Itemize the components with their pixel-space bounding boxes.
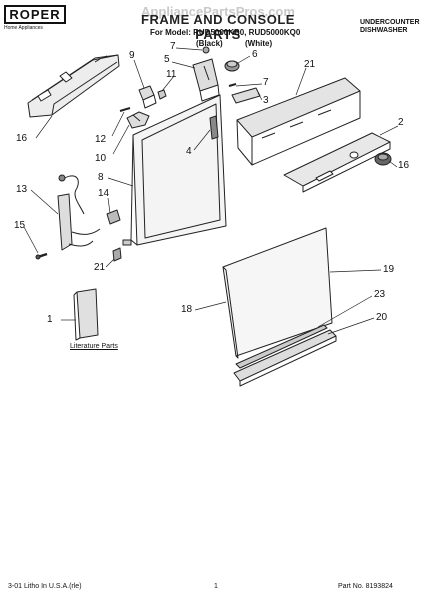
callout-9: 9: [129, 50, 135, 61]
callout-7-top: 7: [170, 41, 176, 52]
product-line-2: DISHWASHER: [360, 27, 408, 34]
watermark: AppliancePartsPros.com: [141, 4, 295, 19]
callout-21: 21: [304, 59, 316, 70]
part-2-console-panel: [283, 132, 391, 193]
part-6-knob: [224, 60, 240, 72]
callout-7-right: 7: [263, 77, 269, 88]
part-7-screw-top: [202, 46, 210, 54]
part-16-console-bracket: [27, 54, 120, 118]
footer-part-number: Part No. 8193824: [338, 583, 393, 590]
callout-14: 14: [98, 188, 110, 199]
product-type: UNDERCOUNTER DISHWASHER: [360, 19, 420, 35]
callout-17: 16: [398, 160, 410, 171]
part-12-screw: [119, 107, 131, 112]
part-10-bracket: [126, 111, 150, 129]
part-14-switch: [106, 209, 121, 225]
callout-20: 20: [376, 312, 388, 323]
callout-10: 10: [95, 153, 107, 164]
part-9-latch: [138, 85, 157, 109]
callout-23: 21: [94, 262, 106, 273]
part-7-screw-right: [228, 83, 237, 87]
part-1-literature: [73, 288, 99, 341]
callout-13: 13: [16, 184, 28, 195]
part-19-door-panel: [222, 227, 333, 359]
part-8-door-frame: [122, 94, 227, 246]
part-3-switch-cover: [231, 87, 261, 104]
leader-lines: [23, 47, 399, 335]
part-21-control-panel: [236, 77, 361, 166]
callout-24: 23: [374, 289, 386, 300]
product-line-1: UNDERCOUNTER: [360, 19, 420, 26]
callout-18: 18: [181, 304, 193, 315]
callout-6: 6: [252, 49, 258, 60]
footer-litho: 3-01 Litho In U.S.A.(rle): [8, 583, 82, 590]
callout-8: 8: [98, 172, 104, 183]
callout-3: 3: [263, 95, 269, 106]
callout-12: 12: [95, 134, 107, 145]
variant-white: (White): [245, 39, 273, 48]
part-4-hinge: [209, 115, 219, 140]
callout-19: 19: [383, 264, 395, 275]
part-5-switch-assembly: [192, 58, 220, 102]
callout-2: 2: [398, 117, 404, 128]
literature-parts-label: Literature Parts: [70, 343, 118, 350]
brand-subtitle: Home Appliances: [4, 25, 43, 31]
callout-5: 5: [164, 54, 170, 65]
page-title: FRAME AND CONSOLE PARTS: [141, 12, 295, 42]
brand-name: ROPER: [4, 5, 66, 24]
part-13-wire-harness: [57, 174, 101, 251]
part-24-trim: [235, 324, 328, 369]
callout-4: 4: [186, 146, 192, 157]
callout-16: 16: [16, 133, 28, 144]
callout-1: 1: [47, 314, 53, 325]
part-23-clip: [112, 247, 122, 262]
part-20-bottom-trim: [233, 329, 337, 387]
footer-page-number: 1: [214, 583, 218, 590]
variant-black: (Black): [196, 39, 223, 48]
part-15-screw: [35, 252, 48, 260]
part-11-clip: [157, 89, 167, 100]
model-line: For Model: RUD5000KB0, RUD5000KQ0: [150, 28, 301, 37]
roper-logo: ROPER Home Appliances: [4, 5, 66, 31]
callout-15: 15: [14, 220, 26, 231]
callout-11: 11: [166, 69, 177, 80]
part-17-knob: [374, 152, 392, 166]
